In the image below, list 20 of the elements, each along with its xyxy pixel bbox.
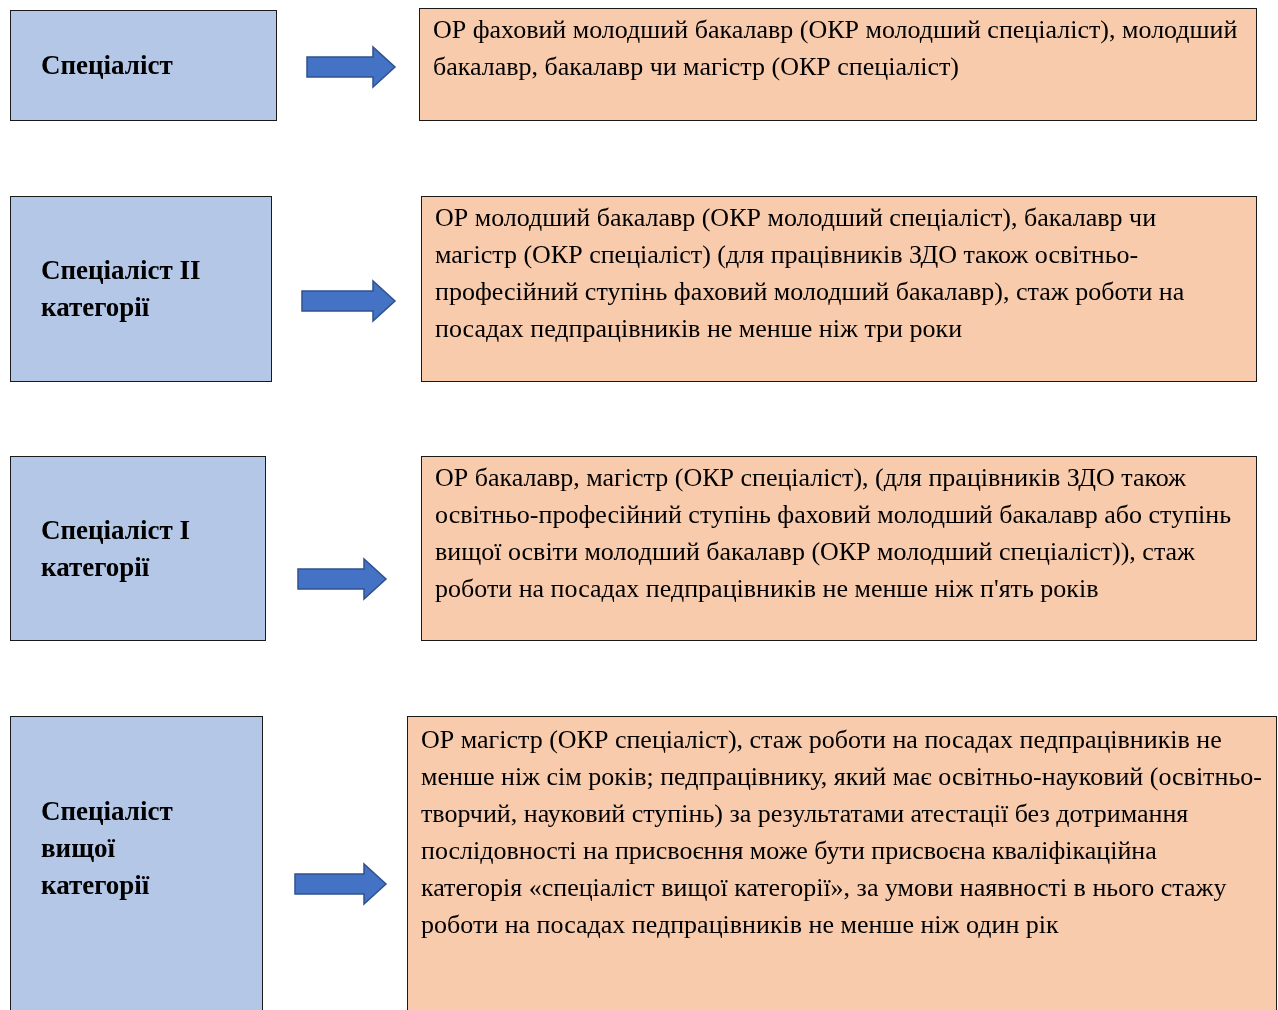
- requirement-text: ОР бакалавр, магістр (ОКР спеціаліст), (для працівників ЗДО також освітньо-професійний ступінь фаховий молодший бакалавр або ступінь вищої освіти молодший бакалавр (ОКР молодший спеціаліст)), стаж роботи на посадах педпрацівників не менше ніж п'ять років: [435, 462, 1233, 605]
- category-box: [10, 196, 272, 382]
- category-box: [10, 456, 266, 641]
- block-arrow: [297, 557, 388, 601]
- requirement-box: [421, 196, 1257, 382]
- requirement-box: [407, 716, 1277, 1010]
- requirement-text: ОР магістр (ОКР спеціаліст), стаж роботи на посадах педпрацівників не менше ніж сім років; педпрацівнику, який має освітньо-науковий (освітньо-творчий, науковий ступінь) за результатами атестації без дотримання послідовності на присвоєння може бути присвоєна кваліфікаційна категорія «спеціаліст вищої категорії», за умови наявності в нього стажу роботи на посадах педпрацівників не менше ніж один рік: [421, 724, 1263, 941]
- block-arrow: [306, 45, 397, 89]
- requirement-text: ОР фаховий молодший бакалавр (ОКР молодший спеціаліст), молодший бакалавр, бакалавр чи магістр (ОКР спеціаліст): [433, 14, 1239, 83]
- requirement-text: ОР молодший бакалавр (ОКР молодший спеціаліст), бакалавр чи магістр (ОКР спеціаліст) (для працівників ЗДО також освітньо-професійний ступінь фаховий молодший бакалавр), стаж роботи на посадах педпрацівників не менше ніж три роки: [435, 202, 1186, 345]
- category-title: Спеціаліст вищої категорії: [41, 795, 174, 902]
- category-title: Спеціаліст ІІ категорії: [41, 254, 202, 324]
- category-title: Спеціаліст І категорії: [41, 513, 191, 584]
- requirement-box: [421, 456, 1257, 641]
- block-arrow: [301, 279, 397, 323]
- category-box: [10, 716, 263, 1010]
- requirement-box: [419, 8, 1257, 121]
- category-box: [10, 10, 277, 121]
- category-title: Спеціаліст: [41, 49, 174, 82]
- block-arrow: [294, 862, 388, 906]
